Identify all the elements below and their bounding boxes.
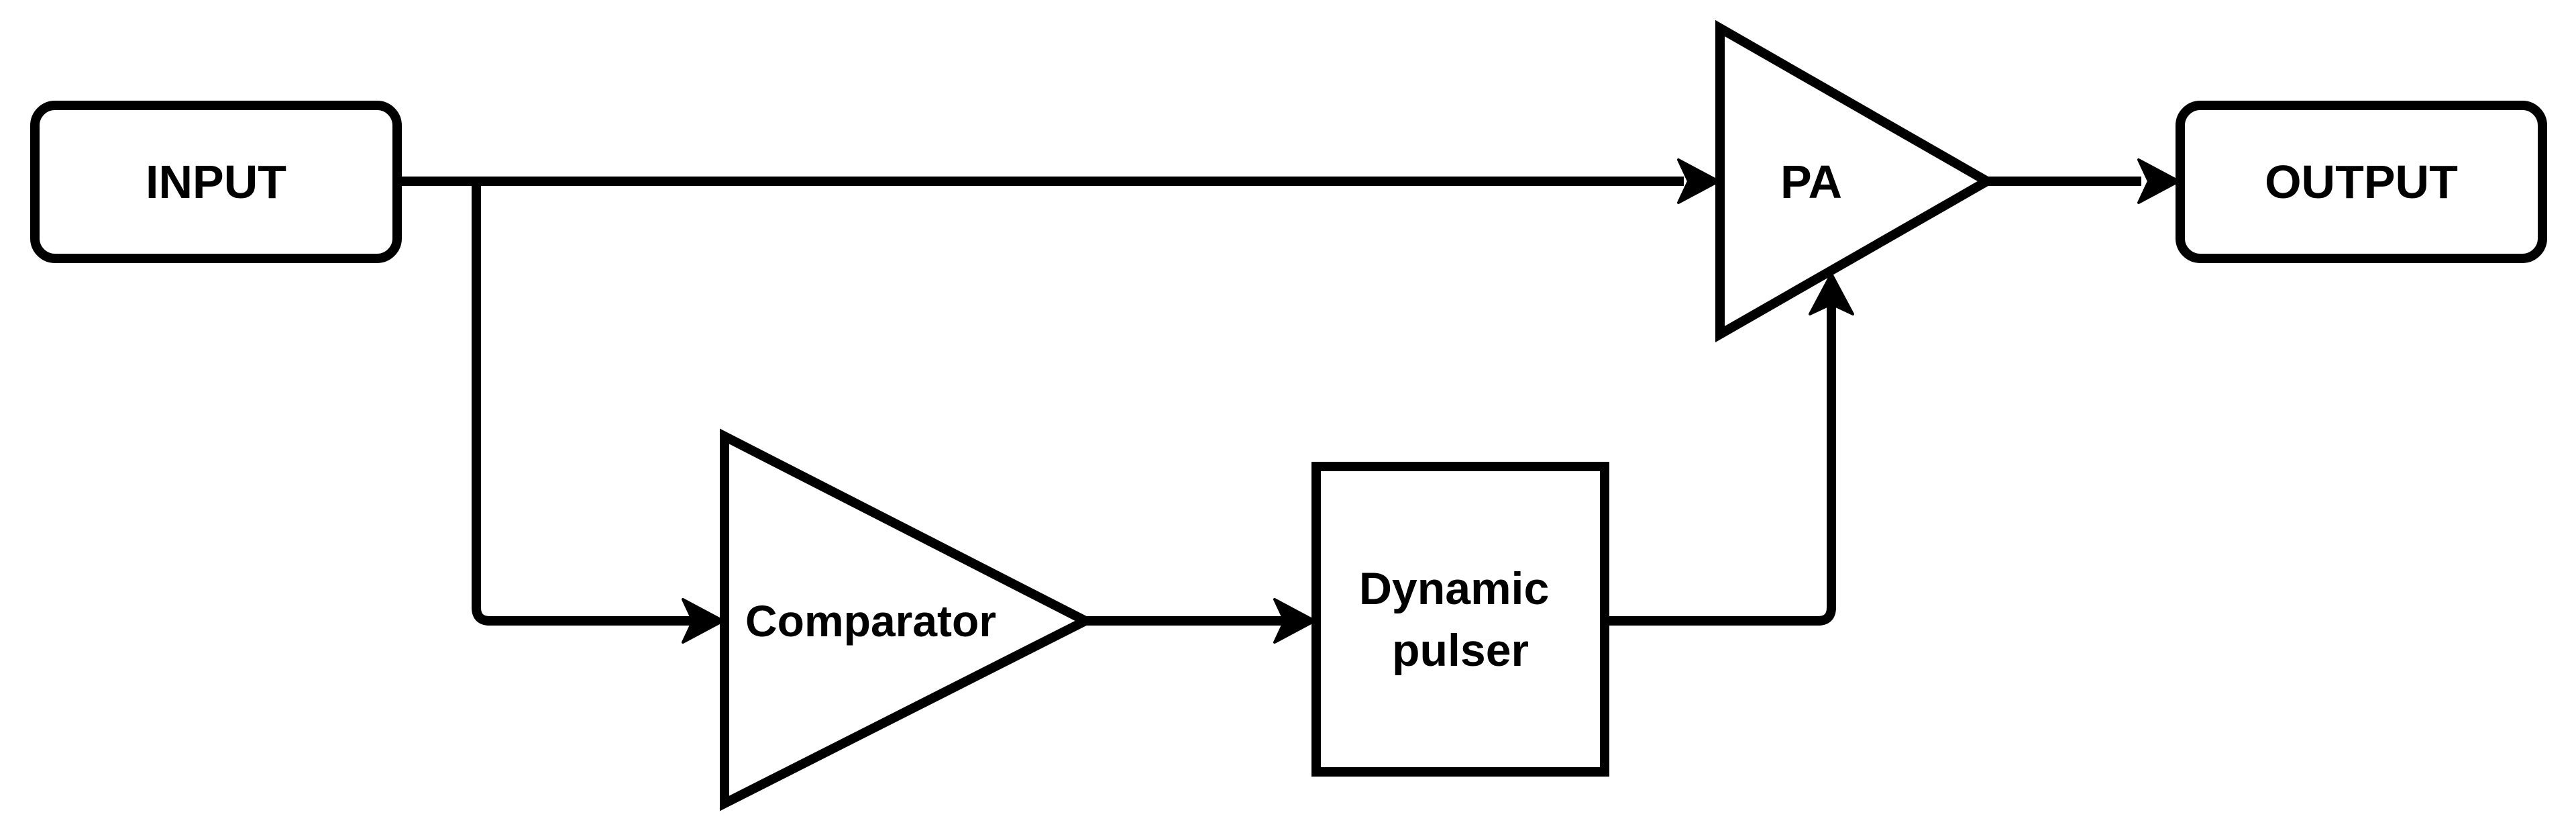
- pulser-label-line-2: pulser: [1392, 625, 1529, 676]
- edge-pulser-to-pa: [1605, 295, 1836, 626]
- arrowhead-output-input: [2137, 158, 2180, 204]
- arrowhead-pa-control: [1809, 273, 1854, 315]
- pulser-box: [1311, 462, 1609, 777]
- pulser-label-line-1: Dynamic: [1359, 563, 1549, 614]
- comparator-node: Comparator: [720, 428, 1096, 811]
- arrowhead-pa-input: [1677, 158, 1720, 204]
- comparator-label: Comparator: [745, 596, 996, 646]
- arrowhead-pulser-input: [1273, 598, 1316, 644]
- comparator-triangle: [720, 428, 1096, 811]
- pa-triangle: [1715, 19, 1997, 343]
- pulser-node: Dynamic pulser: [1311, 462, 1609, 777]
- pa-label: PA: [1780, 156, 1842, 208]
- input-box: [30, 101, 402, 263]
- edge-input-to-comparator: [472, 181, 698, 626]
- input-label: INPUT: [146, 156, 286, 208]
- pa-node: PA: [1715, 19, 1997, 343]
- pulser-label: Dynamic pulser: [1359, 563, 1562, 676]
- output-node: OUTPUT: [2176, 101, 2547, 263]
- output-label: OUTPUT: [2265, 156, 2458, 208]
- arrowhead-comparator-input: [682, 598, 724, 644]
- input-node: INPUT: [30, 101, 402, 263]
- arrowheads: [682, 158, 2180, 644]
- connectors: [396, 177, 2141, 626]
- output-box: [2176, 101, 2547, 263]
